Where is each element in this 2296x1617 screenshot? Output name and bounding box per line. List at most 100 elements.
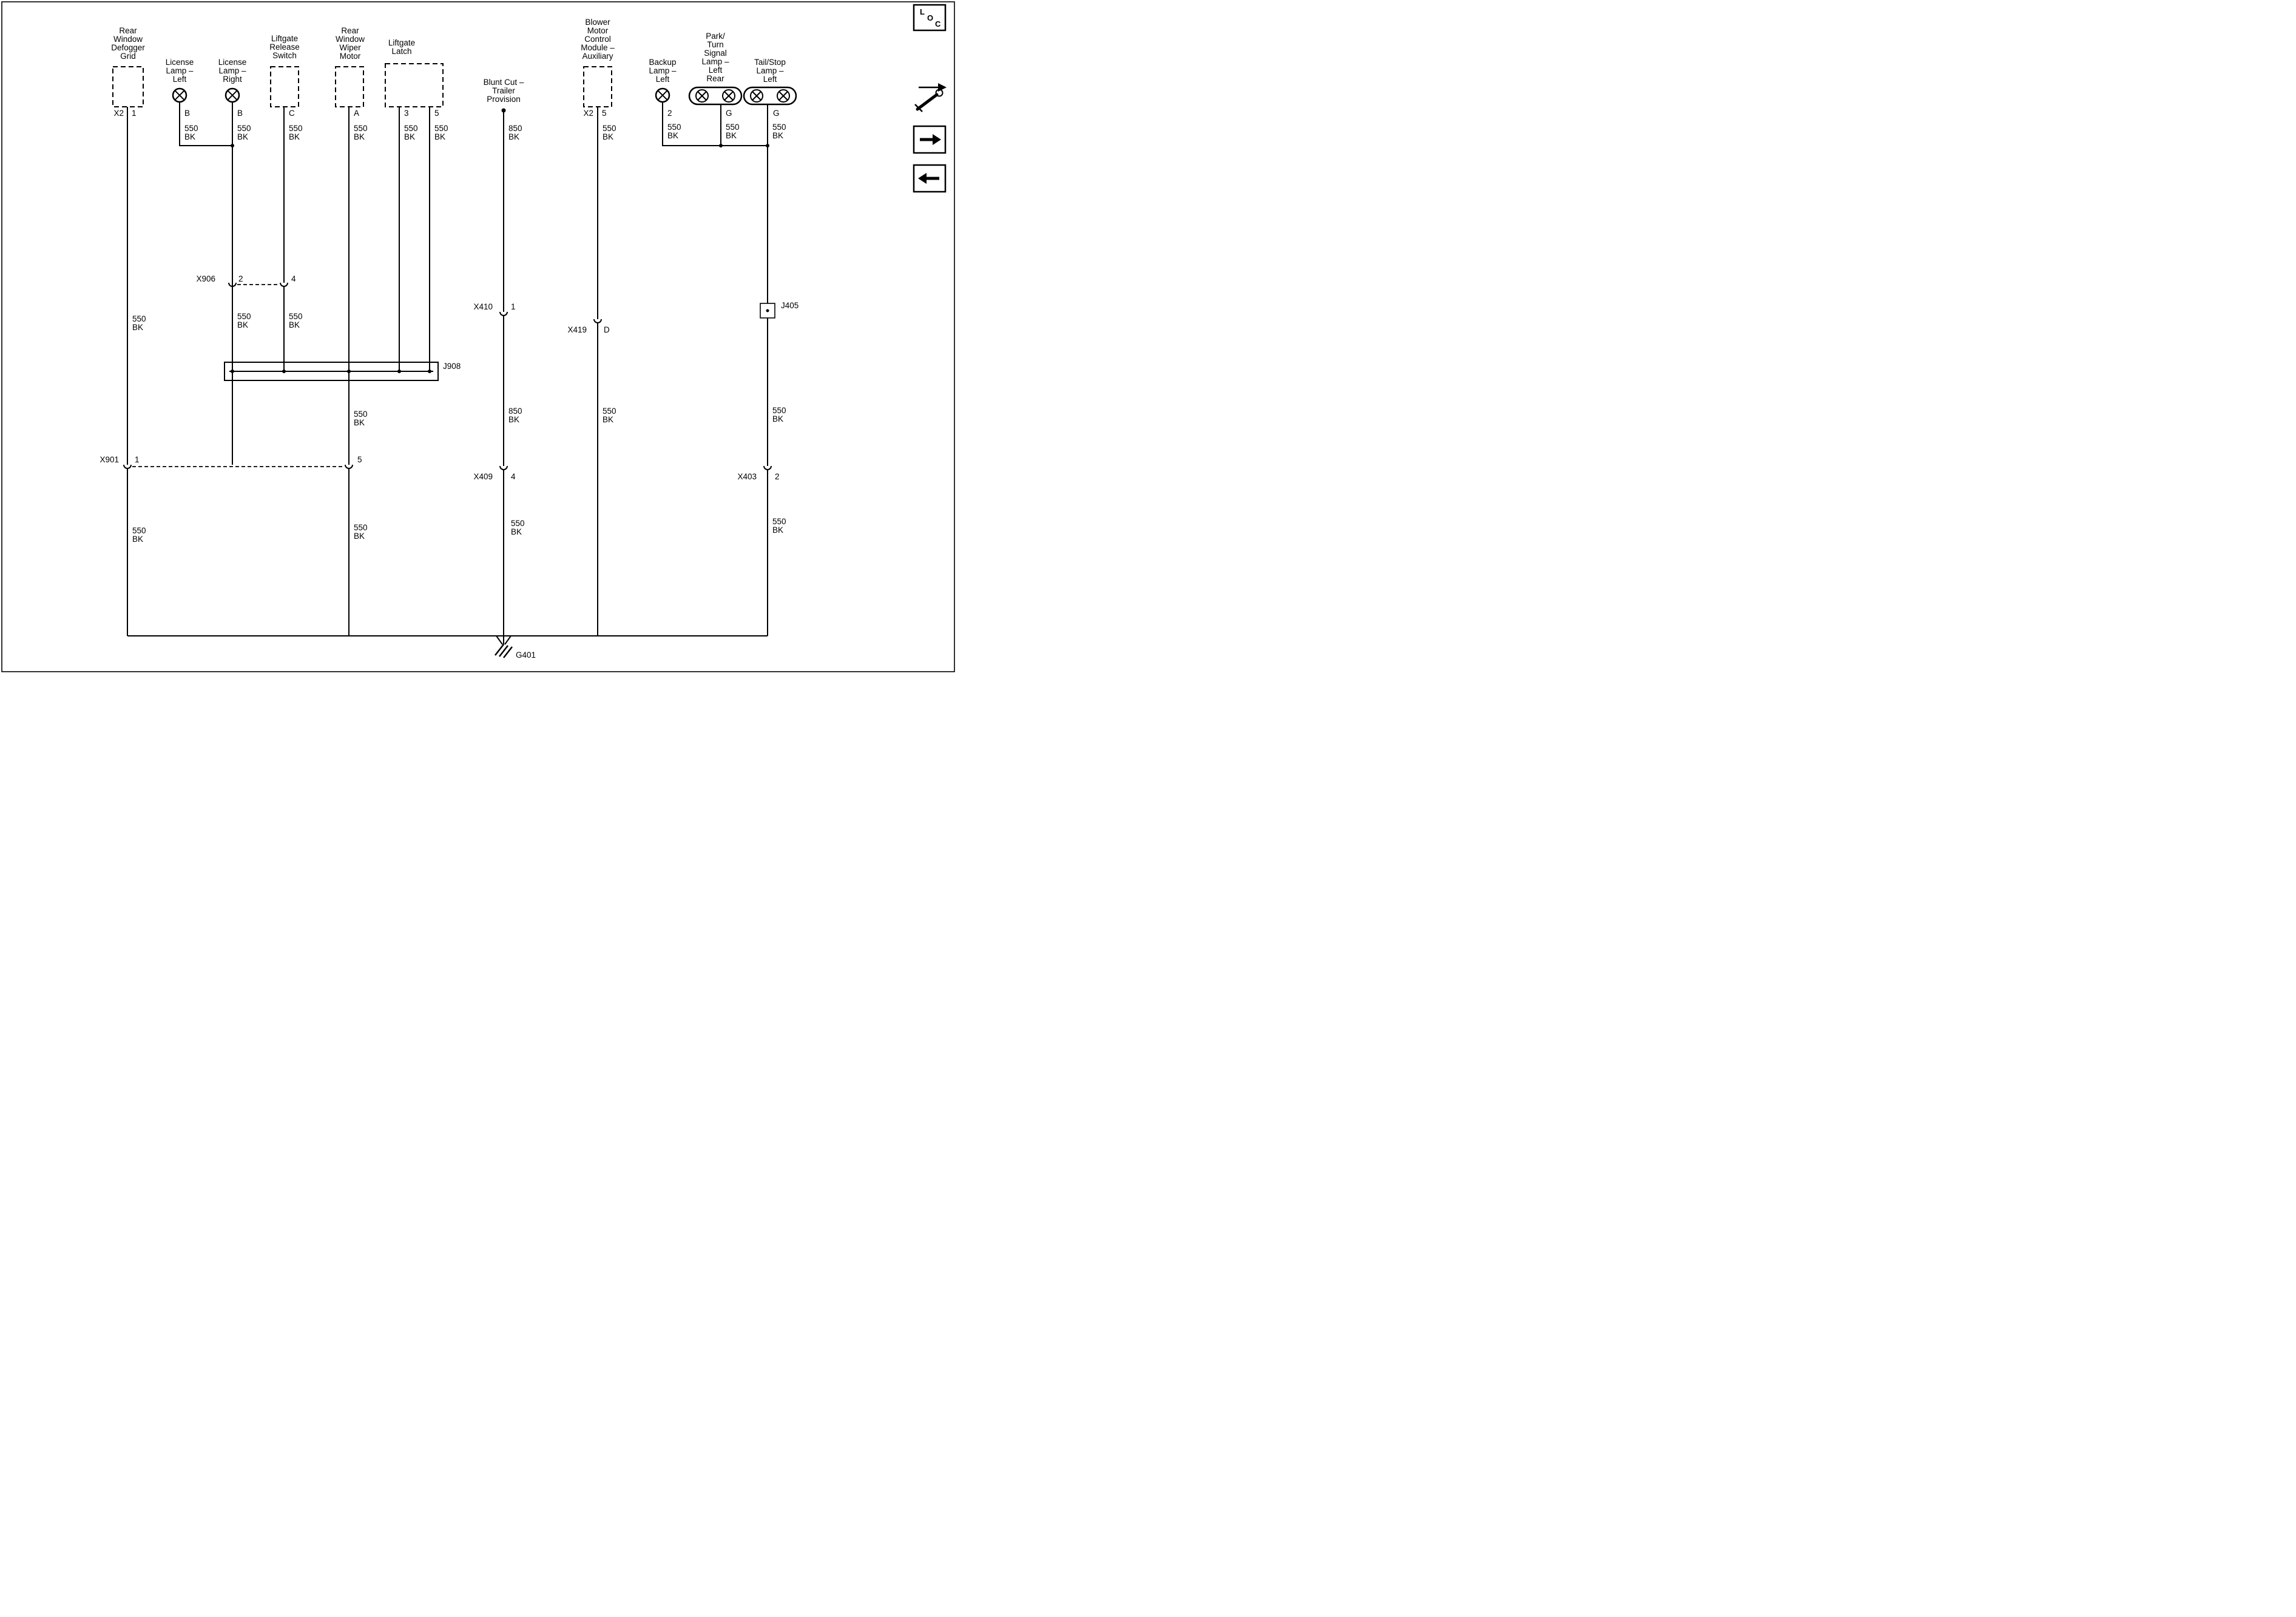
wire-circuit-label: 550 (289, 124, 303, 133)
wire-circuit-label: 550 (511, 519, 525, 528)
wire-circuit-label: 850 (508, 407, 522, 416)
wire-circuit-label: 550 (237, 124, 251, 133)
right-arrow-icon (920, 134, 941, 145)
component-name-line: Release (269, 42, 300, 52)
connector-x403: X403 2 (737, 465, 780, 481)
pin-label: D (604, 325, 610, 334)
splice-label: J908 (443, 362, 461, 371)
wrench-icon (935, 89, 944, 97)
inline-connector-icon (280, 282, 288, 287)
wire-circuit-label: 550 (772, 517, 786, 526)
wire-latch-pin3: 550 BK (399, 107, 418, 371)
connector-label: X403 (737, 472, 757, 481)
component-rear-window-defogger-grid: Rear Window Defogger Grid X2 1 (111, 26, 145, 118)
pin-label: G (726, 109, 732, 118)
wire-circuit-label: 550 (184, 124, 198, 133)
component-outline-box (112, 66, 144, 107)
component-name-line: Lamp – (649, 66, 677, 75)
wire-circuit-label: 550 (237, 312, 251, 321)
component-name-line: Blunt Cut – (484, 78, 524, 87)
inline-connector-icon (763, 465, 772, 470)
splice-j908: J908 (224, 362, 461, 381)
component-name-line: License (218, 58, 247, 67)
wire-license-left: 550 BK (179, 102, 234, 147)
junction-dot (428, 370, 431, 373)
component-name-line: Window (113, 35, 143, 44)
component-name-line: Control (584, 35, 611, 44)
component-name-line: Left (709, 66, 723, 75)
wire-color-label: BK (237, 320, 248, 329)
component-blunt-cut-trailer-provision: Blunt Cut – Trailer Provision (484, 78, 524, 113)
wiring-diagram-canvas: Rear Window Defogger Grid X2 1 550 BK 55… (1, 1, 955, 672)
inline-connector-icon (345, 464, 353, 469)
lamp-icon (225, 87, 240, 103)
wire-color-label: BK (132, 535, 143, 544)
pin-label: 5 (357, 455, 362, 464)
loc-box[interactable] (913, 4, 947, 32)
pin-label: C (289, 109, 295, 118)
wire-color-label: BK (354, 418, 365, 427)
wire-circuit-label: 550 (603, 407, 616, 416)
wire-color-label: BK (237, 132, 248, 141)
component-name-line: Defogger (111, 43, 145, 52)
wire-circuit-label: 550 (667, 123, 681, 132)
component-name-line: Rear (341, 26, 359, 35)
wire-blower-auxiliary: 550 BK 550 BK (597, 107, 616, 636)
connector-label: X419 (567, 325, 587, 334)
wire-color-label: BK (184, 132, 195, 141)
wire-color-label: BK (772, 414, 783, 424)
connector-x409: X409 4 (473, 465, 516, 481)
component-backup-lamp-left: Backup Lamp – Left 2 (649, 58, 677, 118)
component-name-line: Motor (587, 26, 609, 35)
loc-letter: O (927, 13, 933, 22)
component-liftgate-latch: Liftgate Latch 3 5 (385, 38, 444, 118)
connector-x410: X410 1 (473, 302, 516, 316)
wire-license-right: 550 BK 550 BK (232, 102, 251, 465)
wire-circuit-label: 550 (354, 410, 368, 419)
wire-circuit-label: 550 (772, 123, 786, 132)
inline-connector-icon (593, 319, 602, 323)
previous-page-button[interactable] (913, 164, 947, 193)
inline-connector-icon (499, 465, 508, 470)
wire-color-label: BK (772, 131, 783, 140)
component-name-line: Lamp – (756, 66, 784, 75)
component-outline-box (385, 63, 444, 107)
connector-label: X410 (473, 302, 493, 311)
wire-color-label: BK (511, 527, 522, 536)
wire-color-label: BK (289, 132, 300, 141)
wire-wiper-motor: 550 BK 550 BK 550 BK (348, 107, 368, 636)
splice-pack-box (224, 362, 439, 381)
wire-color-label: BK (354, 532, 365, 541)
junction-dot (282, 370, 286, 373)
loc-button[interactable]: L O C (913, 4, 947, 32)
component-blower-motor-control-module-auxiliary: Blower Motor Control Module – Auxiliary … (581, 18, 615, 118)
pin-label: 1 (132, 109, 137, 118)
pin-label: G (773, 109, 780, 118)
wire-backup-lamp: 550 BK (662, 102, 721, 146)
component-name-line: Liftgate (271, 34, 298, 43)
component-name-line: Lamp – (166, 66, 194, 75)
splice-box (760, 303, 775, 319)
wire-color-label: BK (603, 415, 613, 424)
wire-color-label: BK (772, 525, 783, 535)
component-name-line: Left (763, 75, 777, 84)
wire-color-label: BK (132, 323, 143, 332)
wire-color-label: BK (508, 415, 519, 424)
junction-dot (231, 370, 234, 373)
component-name-line: Grid (120, 52, 136, 61)
connector-label: X901 (100, 455, 119, 464)
connector-label: X409 (473, 472, 493, 481)
component-name-line: Motor (340, 52, 361, 61)
component-name-line: Tail/Stop (754, 58, 786, 67)
component-name-line: Window (336, 35, 365, 44)
component-name-line: Park/ (706, 32, 725, 41)
component-park-turn-signal-lamp-left-rear: Park/ Turn Signal Lamp – Left Rear G (688, 32, 743, 118)
pin-label: 1 (511, 302, 516, 311)
component-name-line: Latch (391, 47, 411, 56)
next-page-button[interactable] (913, 125, 947, 154)
component-name-line: Rear (706, 74, 724, 83)
loc-letter: C (935, 19, 941, 29)
component-name-line: License (166, 58, 194, 67)
wire-circuit-label: 550 (772, 406, 786, 415)
component-location-icon[interactable] (914, 83, 947, 112)
